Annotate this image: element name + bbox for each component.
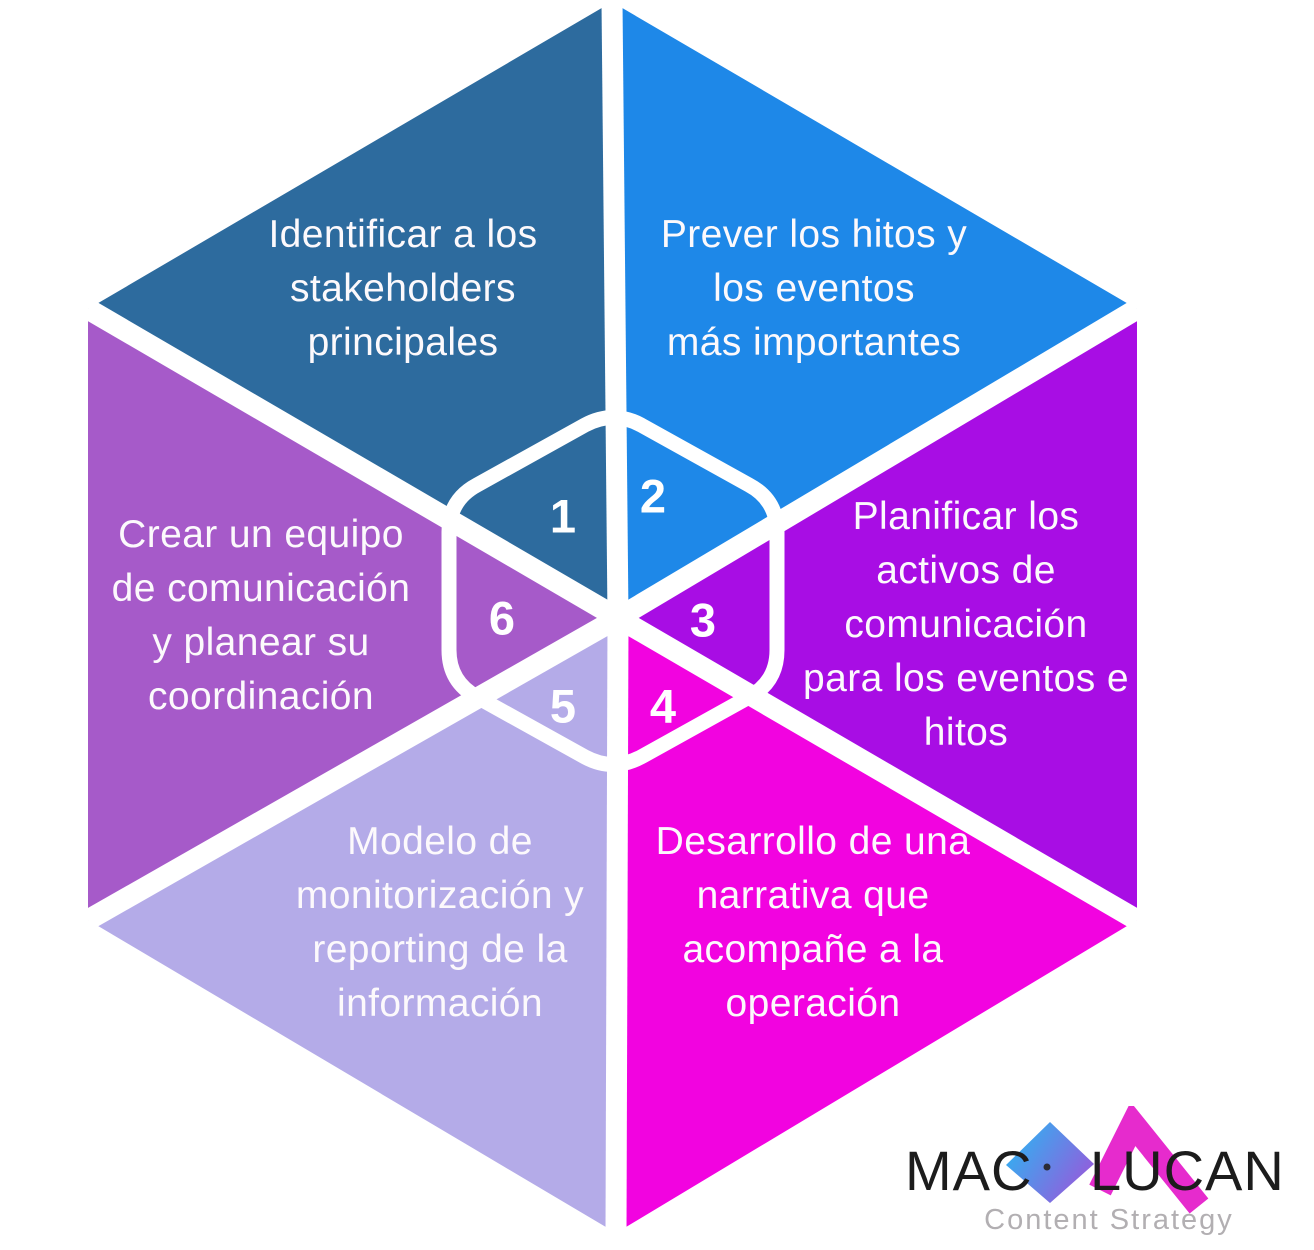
section-3-number: 3 [689,593,717,647]
section-6-number: 6 [488,591,516,645]
section-4-number: 4 [649,679,677,733]
brand-name-right: LUCAN [1090,1139,1285,1202]
section-6-shape [88,309,618,920]
logo-chevron-icon [1089,1106,1209,1214]
logo-shapes [1006,1106,1209,1214]
section-1-shape [88,2,618,618]
section-2-number: 2 [639,469,667,523]
section-1-label: Identificar a los stakeholders principal… [268,213,538,364]
section-1-number: 1 [549,489,577,543]
logo-tagline: Content Strategy [984,1204,1234,1236]
brand-name-left: MAC [905,1139,1033,1202]
section-6-label: Crear un equipo de comunicación y planea… [111,513,411,718]
section-4-label: Desarrollo de una narrativa que acompañe… [655,820,971,1025]
section-4-shape [616,618,1137,1233]
section-3-label: Planificar los activos de comunicación p… [803,495,1129,754]
section-2-label: Prever los hitos y los eventos más impor… [660,213,968,364]
section-5-number: 5 [549,679,577,733]
section-5-label: Modelo de monitorización y reporting de … [295,820,585,1025]
divider-lines [82,1,1143,1234]
logo-diamond-icon [1006,1122,1094,1203]
section-2-shape [612,2,1137,618]
brand-logo: MAC LUCAN Content Strategy [888,1106,1314,1250]
section-5-shape [88,618,618,1233]
section-3-shape [618,309,1137,920]
logo-dot-icon [1043,1163,1051,1171]
center-hexagon-outline [441,410,785,772]
